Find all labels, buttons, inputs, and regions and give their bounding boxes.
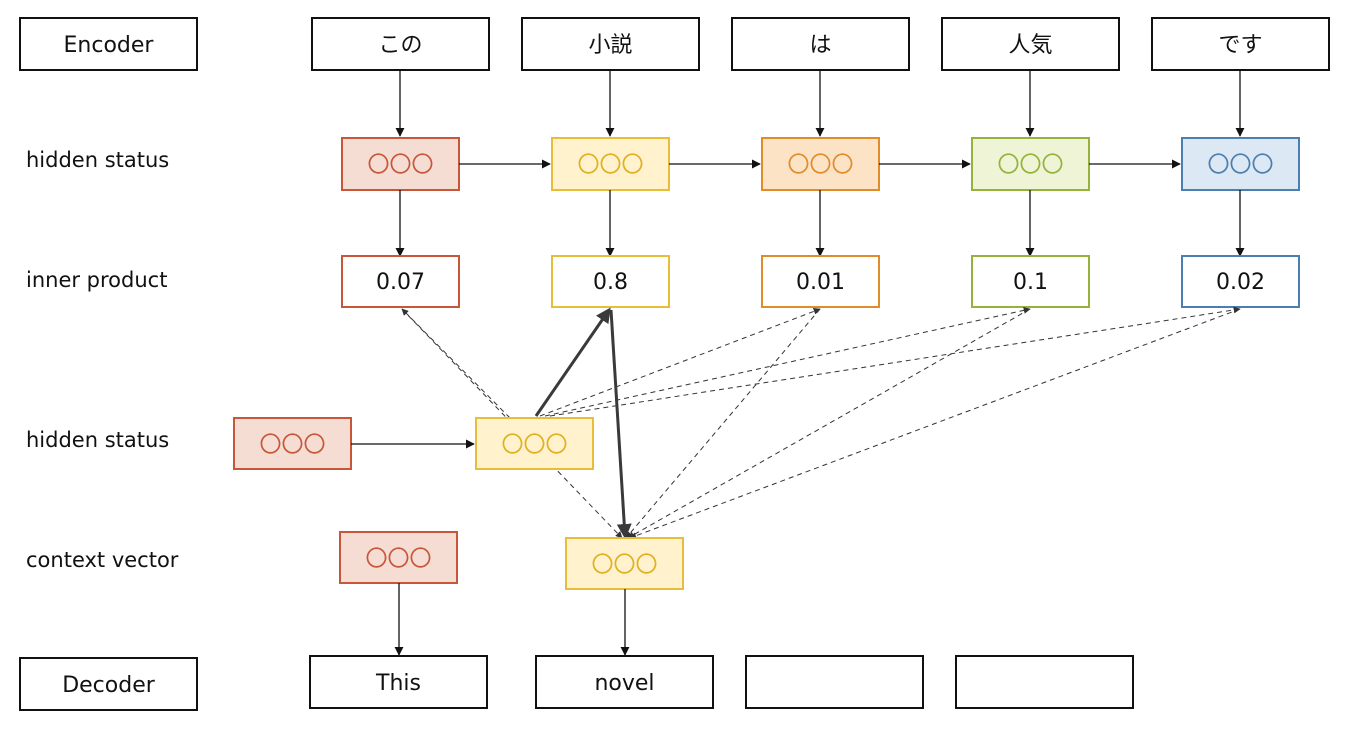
context-vector-glyph: 〇〇〇	[591, 553, 657, 578]
dashed-arrow	[625, 308, 821, 539]
decoder-token: This	[375, 671, 421, 696]
encoder-token: 小説	[588, 33, 632, 58]
decoder-token: novel	[594, 671, 654, 696]
context-vector-box	[339, 531, 458, 584]
decoder-label: Decoder	[62, 673, 156, 698]
dashed-arrow	[401, 308, 511, 419]
decoder-tokens: This novel	[309, 655, 1134, 709]
context-vector-box	[565, 537, 684, 590]
hidden-state-glyph: 〇〇〇	[997, 153, 1063, 178]
context-sum-arrows	[401, 308, 1241, 540]
token-to-hidden-arrows	[395, 70, 1245, 137]
encoder-token: です	[1218, 33, 1262, 58]
inner-product-value: 0.1	[1013, 270, 1048, 295]
encoder-token-box	[521, 17, 700, 71]
decoder-token-box	[955, 655, 1134, 709]
context-to-decoder-arrows	[394, 583, 630, 656]
hidden-state-box	[1181, 137, 1300, 191]
dashed-arrow	[544, 306, 1031, 417]
context-vector-label: context vector	[26, 548, 179, 572]
hidden-state-glyph: 〇〇〇	[501, 433, 567, 458]
hidden-state-glyph: 〇〇〇	[787, 153, 853, 178]
hidden-state-glyph: 〇〇〇	[259, 433, 325, 458]
hidden-state-box	[233, 417, 352, 470]
inner-product-box	[551, 255, 670, 308]
encoder-token: 人気	[1008, 33, 1052, 58]
hidden-state-box	[475, 417, 594, 470]
decoder-token-box	[745, 655, 924, 709]
decoder-token-box	[309, 655, 488, 709]
context-vectors: 〇〇〇 〇〇〇	[339, 531, 684, 590]
inner-product-value: 0.01	[796, 270, 845, 295]
row-labels: Encoder hidden status inner product hidd…	[19, 17, 198, 711]
hidden-state-glyph: 〇〇〇	[367, 153, 433, 178]
bold-arrow	[534, 307, 611, 417]
decoder-hidden-states: 〇〇〇 〇〇〇	[233, 417, 594, 470]
encoder-label-box	[19, 17, 198, 71]
inner-product-box	[341, 255, 460, 308]
inner-product-box	[1181, 255, 1300, 308]
dashed-arrow	[627, 308, 1031, 539]
encoder-hidden-status-label: hidden status	[26, 148, 169, 172]
encoder-tokens: この 小説 は 人気 です	[311, 17, 1330, 71]
inner-product-box	[761, 255, 880, 308]
inner-product-value: 0.8	[593, 270, 628, 295]
highlighted-attention-arrows	[534, 307, 632, 539]
encoder-label: Encoder	[64, 33, 155, 58]
inner-product-label: inner product	[26, 268, 167, 292]
dashed-arrow	[629, 308, 1241, 540]
decoder-token-box	[535, 655, 714, 709]
hidden-state-box	[971, 137, 1090, 191]
dashed-arrow	[401, 308, 623, 539]
decoder-label-box	[19, 657, 198, 711]
hidden-state-glyph: 〇〇〇	[577, 153, 643, 178]
hidden-state-glyph: 〇〇〇	[1207, 153, 1273, 178]
encoder-token-box	[941, 17, 1120, 71]
inner-product-boxes: 0.07 0.8 0.01 0.1 0.02	[341, 255, 1300, 308]
encoder-token: は	[809, 33, 831, 58]
dashed-arrow	[539, 307, 821, 417]
hidden-to-product-arrows	[395, 190, 1245, 257]
context-vector-glyph: 〇〇〇	[365, 547, 431, 572]
bold-arrow	[609, 309, 632, 539]
decoder-hidden-status-label: hidden status	[26, 428, 169, 452]
attention-query-arrows	[401, 306, 1241, 419]
inner-product-value: 0.02	[1216, 270, 1265, 295]
inner-product-value: 0.07	[376, 270, 425, 295]
dashed-arrow	[549, 306, 1241, 417]
encoder-token: この	[378, 33, 422, 58]
